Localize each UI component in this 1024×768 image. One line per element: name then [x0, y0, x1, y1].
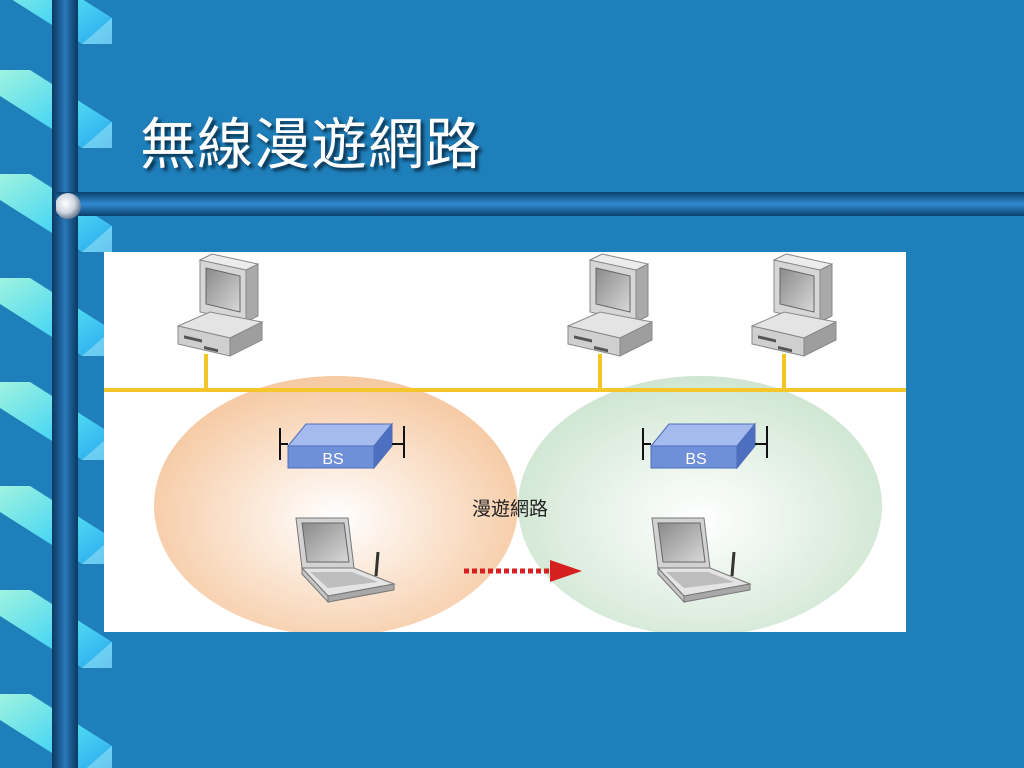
roaming-arrow [464, 560, 582, 582]
desktop-computer-3 [751, 253, 837, 357]
roaming-network-diagram: BS BS 漫遊網路 [104, 252, 906, 632]
divider-orb [56, 193, 81, 219]
roaming-label: 漫遊網路 [472, 498, 549, 520]
coverage-cell-left [154, 376, 518, 632]
base-station-right-label: BS [685, 451, 706, 468]
desktop-computer-2 [567, 253, 653, 357]
title-divider [56, 192, 1024, 219]
base-station-left-label: BS [322, 451, 343, 468]
coverage-cell-right [518, 376, 882, 632]
side-ribbon-decoration [0, 0, 112, 768]
desktop-computer-1 [177, 253, 263, 357]
slide-title: 無線漫遊網路 [140, 113, 482, 178]
